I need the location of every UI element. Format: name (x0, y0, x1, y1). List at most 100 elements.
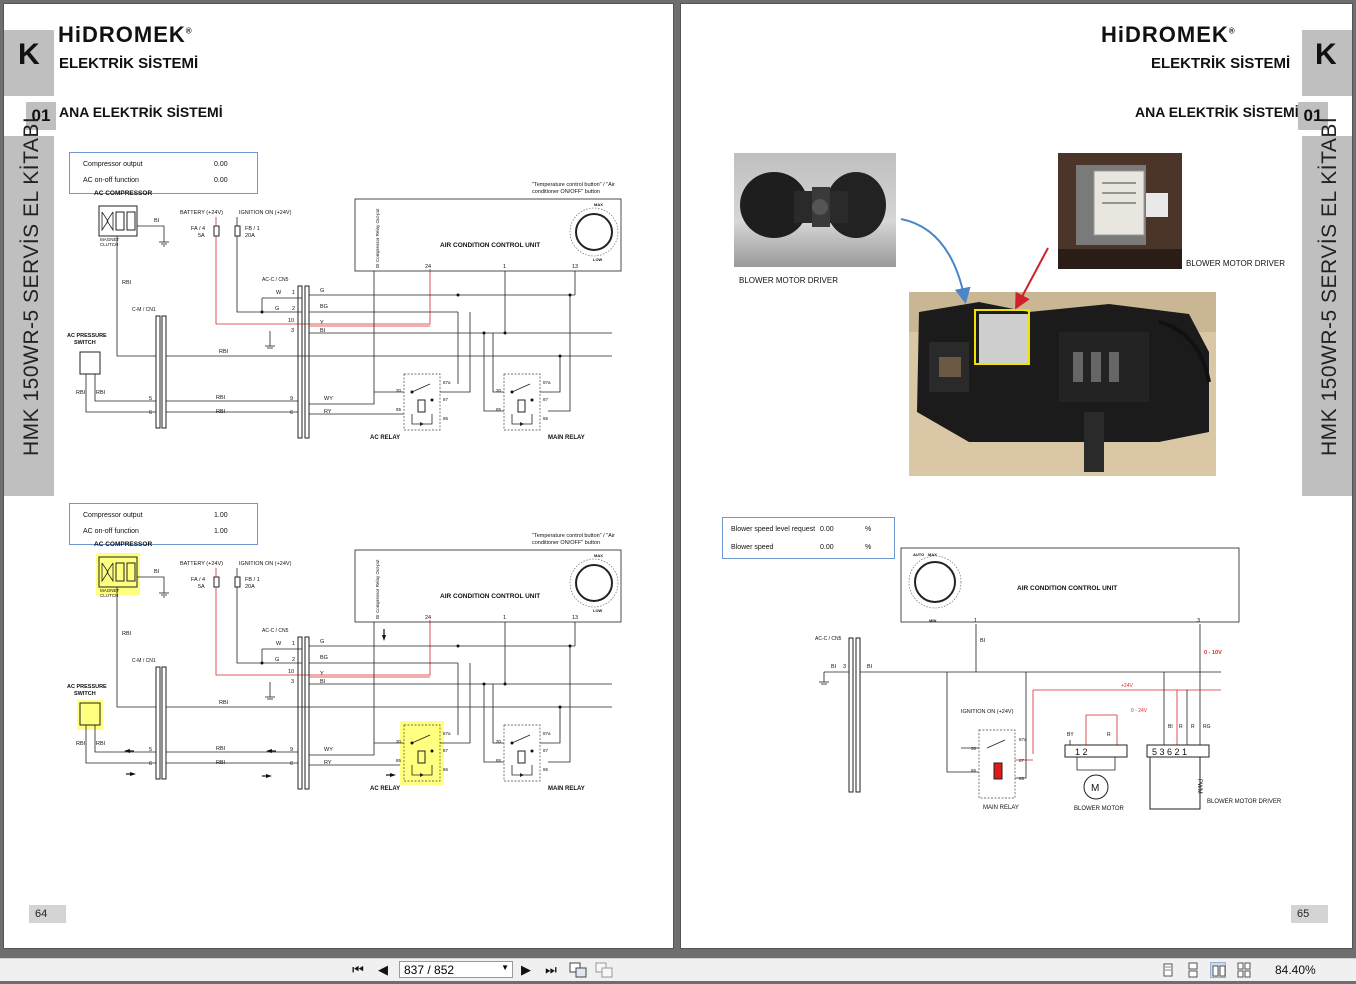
junction-dot (430, 398, 434, 402)
diagram-label: MAIN RELAY (983, 805, 1019, 811)
wire (236, 236, 302, 313)
current-arrow (124, 749, 130, 753)
diagram-label: IGNITION ON (+24V) (961, 709, 1014, 715)
diagram-label: RBI (122, 280, 132, 286)
next-page-button[interactable]: ▶ (521, 962, 531, 977)
diagram-label: AC-C / CN5 (262, 628, 289, 634)
diagram-label: MAX (594, 202, 603, 207)
wire (85, 374, 156, 413)
diagram-label: 87a (443, 731, 451, 736)
diagram-label: BATTERY (+24V) (180, 210, 223, 216)
diagram-label: BLOWER MOTOR DRIVER (1207, 799, 1282, 805)
diagram-label: 86 (543, 416, 549, 421)
single-page-view-icon[interactable] (1160, 962, 1176, 978)
diagram-label: conditioner ON/OFF" button (532, 540, 600, 546)
diagram-label: 85 (496, 407, 502, 412)
diagram-label: 2 (292, 306, 295, 312)
info-label: Blower speed (731, 544, 774, 551)
two-page-continuous-icon[interactable] (1236, 962, 1252, 978)
wire (511, 765, 533, 776)
diagram-label: 0 - 24V (1131, 708, 1148, 714)
previous-view-icon[interactable] (569, 962, 587, 978)
two-page-view-icon[interactable] (1210, 962, 1226, 978)
chapter-title: ANA ELEKTRİK SİSTEMİ (59, 104, 223, 120)
info-value: 1.00 (214, 528, 228, 535)
coil-symbol (126, 562, 136, 582)
diagram-label: RBI (219, 700, 229, 706)
control-unit-box (354, 549, 622, 623)
diagram-label: FA / 4 (191, 577, 205, 583)
section-title: ELEKTRİK SİSTEMİ (59, 55, 199, 72)
brand-logo: HiDROMEK® (1101, 22, 1236, 47)
page-number: 64 (29, 905, 66, 923)
coil-symbol (126, 211, 136, 231)
wire (85, 725, 156, 764)
diagram-label: R (1107, 732, 1111, 738)
diagram-label: WY (324, 396, 333, 402)
wire (94, 725, 156, 753)
diagram-label: 1 (292, 641, 295, 647)
wire (492, 684, 504, 744)
diagram-label: 85 (496, 758, 502, 763)
diagram-label: "Temperature control button" / "Air (532, 533, 615, 539)
diagram-label: 24 (425, 615, 431, 621)
diagram-label: 30 (496, 739, 502, 744)
connector-bar (161, 315, 167, 429)
knob-scale (569, 558, 619, 608)
relay-coil (517, 399, 526, 413)
diagram-label: BG (320, 655, 328, 661)
fuse-symbol (213, 225, 220, 237)
diagram-label: RG (1203, 724, 1211, 730)
diagram-label: AC PRESSURE (67, 333, 107, 339)
signal-info-box-1: Compressor output 0.00 AC on-off functio… (69, 152, 258, 194)
zoom-level[interactable]: 84.40% (1275, 963, 1316, 977)
diagram-label: MAIN RELAY (548, 786, 585, 792)
diagram-label: 8 (376, 264, 379, 270)
diagram-label: 10 (288, 318, 294, 324)
chapter-number: 01 (26, 102, 56, 130)
fuse-symbol (213, 576, 220, 588)
hvac-unit-photo (909, 292, 1216, 476)
last-page-button[interactable]: ⏭ (545, 962, 557, 977)
diagram-label: RY (324, 409, 332, 415)
diagram-label: 85 (971, 768, 977, 773)
diagram-label: 30 (396, 739, 402, 744)
junction-dot (510, 390, 514, 394)
diagram-label: AC RELAY (370, 435, 400, 441)
connector-bar (161, 666, 167, 780)
junction-dot (530, 749, 534, 753)
wire (946, 672, 979, 773)
diagram-label: 6 (149, 761, 152, 767)
diagram-label: 6 (290, 410, 293, 416)
highlight (96, 553, 140, 595)
continuous-view-icon[interactable] (1185, 962, 1201, 978)
section-title: ELEKTRİK SİSTEMİ (1151, 55, 1291, 72)
diagram-label: WY (324, 747, 333, 753)
diagram-label: AUTO (913, 552, 924, 557)
diagram-label: SWITCH (74, 691, 96, 697)
junction-dot (530, 398, 534, 402)
next-view-icon[interactable] (595, 962, 613, 978)
page-number-input[interactable]: 837 / 852 ▼ (399, 961, 513, 978)
blower-info-box: Blower speed level request 0.00 % Blower… (722, 517, 895, 559)
diagram-label: +24V (1121, 683, 1133, 689)
relay-coil (417, 750, 426, 764)
relay-box (503, 724, 541, 782)
first-page-button[interactable]: ⏮ (352, 962, 364, 977)
diagram-label: LOW (593, 257, 603, 262)
wire (309, 271, 375, 405)
connector-bar (304, 285, 310, 439)
chapter-title: ANA ELEKTRİK SİSTEMİ (1135, 104, 1299, 120)
diagram-label: 30 (396, 388, 402, 393)
diagram-label: 6 (149, 410, 152, 416)
previous-page-button[interactable]: ◀ (378, 962, 388, 977)
diagram-label: BI (154, 569, 160, 575)
wire (986, 739, 1006, 749)
diagram-label: AIR CONDITION CONTROL UNIT (440, 242, 540, 249)
diagram-label: RBI (96, 390, 106, 396)
diagram-label: AC RELAY (370, 786, 400, 792)
diagram-label: LOW (593, 608, 603, 613)
chapter-letter: K (18, 38, 40, 71)
connector-bar (855, 637, 861, 793)
current-arrow (266, 774, 272, 778)
